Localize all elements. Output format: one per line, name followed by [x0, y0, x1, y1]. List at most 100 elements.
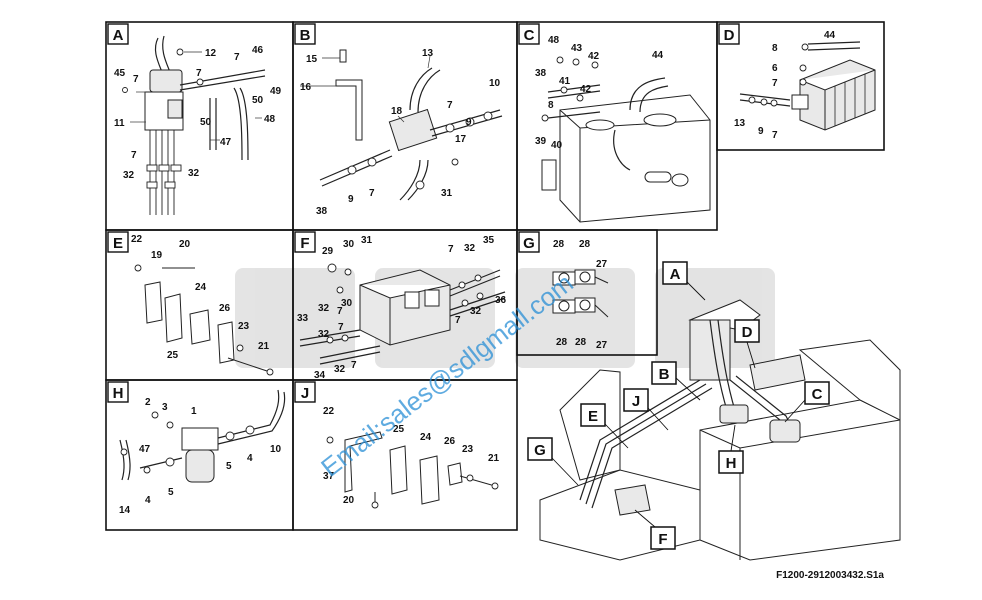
svg-text:16: 16 [300, 82, 312, 93]
svg-text:7: 7 [455, 315, 461, 326]
panel-f-callouts: 29 30 31 7 32 35 30 36 32 7 33 32 7 32 7… [297, 235, 507, 381]
overview-label-g: G [527, 437, 579, 486]
svg-text:24: 24 [420, 432, 432, 443]
svg-text:31: 31 [441, 188, 453, 199]
svg-text:10: 10 [489, 78, 501, 89]
svg-text:C: C [524, 27, 535, 44]
svg-text:J: J [301, 385, 309, 402]
panel-a-drawing [122, 35, 266, 215]
svg-text:A: A [670, 266, 681, 283]
svg-text:27: 27 [596, 340, 608, 351]
svg-text:20: 20 [343, 495, 355, 506]
panel-h-callouts: 2 3 1 47 4 5 4 10 14 5 [119, 397, 282, 516]
svg-text:G: G [523, 235, 535, 252]
panel-f-drawing [299, 263, 506, 365]
svg-text:7: 7 [772, 130, 778, 141]
panel-e-drawing [134, 264, 274, 376]
panel-g-label: G [518, 231, 540, 253]
svg-text:48: 48 [548, 35, 560, 46]
panel-b-callouts: 15 13 16 18 7 9 10 17 9 7 31 38 [300, 48, 501, 217]
svg-text:6: 6 [772, 63, 778, 74]
svg-text:28: 28 [553, 239, 565, 250]
overview-label-a: A [662, 261, 706, 301]
svg-text:D: D [742, 324, 753, 341]
svg-text:21: 21 [258, 341, 270, 352]
panel-c-label: C [518, 23, 540, 45]
svg-text:28: 28 [579, 239, 591, 250]
panel-e-callouts: 22 20 19 24 26 23 25 21 [131, 234, 270, 361]
svg-text:29: 29 [322, 246, 334, 257]
svg-text:42: 42 [580, 84, 592, 95]
svg-text:7: 7 [448, 244, 454, 255]
panel-d-label: D [718, 23, 740, 45]
svg-text:50: 50 [252, 95, 264, 106]
panel-h-drawing [119, 389, 286, 483]
panel-b-drawing [300, 49, 503, 201]
svg-text:11: 11 [114, 118, 125, 129]
svg-text:23: 23 [462, 444, 474, 455]
svg-text:A: A [113, 27, 124, 44]
svg-text:30: 30 [343, 239, 355, 250]
overview-label-j: J [623, 388, 669, 431]
svg-text:5: 5 [226, 461, 232, 472]
svg-text:47: 47 [139, 444, 151, 455]
svg-text:13: 13 [422, 48, 434, 59]
svg-text:23: 23 [238, 321, 250, 332]
panel-a-label: A [107, 23, 129, 45]
svg-text:33: 33 [297, 313, 309, 324]
panel-g-callouts: 28 28 27 28 28 27 [553, 239, 608, 351]
overview-label-h: H [718, 424, 744, 474]
panel-c-drawing [541, 56, 711, 223]
svg-text:7: 7 [131, 150, 137, 161]
panel-g-drawing [552, 269, 609, 318]
svg-text:34: 34 [314, 370, 326, 381]
svg-text:9: 9 [348, 194, 354, 205]
svg-text:15: 15 [306, 54, 318, 65]
panel-j-label: J [294, 381, 316, 403]
svg-text:9: 9 [466, 117, 472, 128]
panel-b-label: B [294, 23, 316, 45]
svg-text:B: B [659, 366, 670, 383]
svg-text:14: 14 [119, 505, 131, 516]
svg-text:7: 7 [337, 306, 343, 317]
svg-text:7: 7 [338, 322, 344, 333]
panel-h-label: H [107, 381, 129, 403]
svg-text:B: B [300, 27, 311, 44]
svg-text:20: 20 [179, 239, 191, 250]
svg-text:32: 32 [318, 303, 330, 314]
svg-text:8: 8 [772, 43, 778, 54]
svg-text:32: 32 [334, 364, 346, 375]
svg-text:26: 26 [219, 303, 231, 314]
svg-text:47: 47 [220, 137, 232, 148]
svg-text:22: 22 [131, 234, 143, 245]
svg-text:E: E [588, 408, 598, 425]
svg-text:8: 8 [548, 100, 554, 111]
panel-j-callouts: 22 25 24 26 23 21 37 20 [323, 406, 500, 506]
panel-d-drawing [739, 41, 876, 131]
svg-text:48: 48 [264, 114, 276, 125]
svg-text:G: G [534, 442, 546, 459]
svg-text:1: 1 [191, 406, 197, 417]
svg-text:7: 7 [351, 360, 357, 371]
overview-label-b: B [651, 361, 701, 401]
svg-text:5: 5 [168, 487, 174, 498]
overview-label-d: D [734, 319, 760, 369]
svg-text:19: 19 [151, 250, 163, 261]
svg-text:D: D [724, 27, 735, 44]
svg-text:24: 24 [195, 282, 207, 293]
svg-text:2: 2 [145, 397, 151, 408]
svg-text:21: 21 [488, 453, 500, 464]
svg-text:35: 35 [483, 235, 495, 246]
svg-text:18: 18 [391, 106, 403, 117]
svg-text:32: 32 [123, 170, 135, 181]
svg-text:38: 38 [316, 206, 328, 217]
svg-text:32: 32 [318, 329, 330, 340]
svg-text:39: 39 [535, 136, 547, 147]
svg-text:13: 13 [734, 118, 746, 129]
svg-text:41: 41 [559, 76, 571, 87]
svg-text:32: 32 [470, 306, 482, 317]
svg-text:26: 26 [444, 436, 456, 447]
svg-text:F: F [658, 531, 667, 548]
svg-text:H: H [113, 385, 124, 402]
